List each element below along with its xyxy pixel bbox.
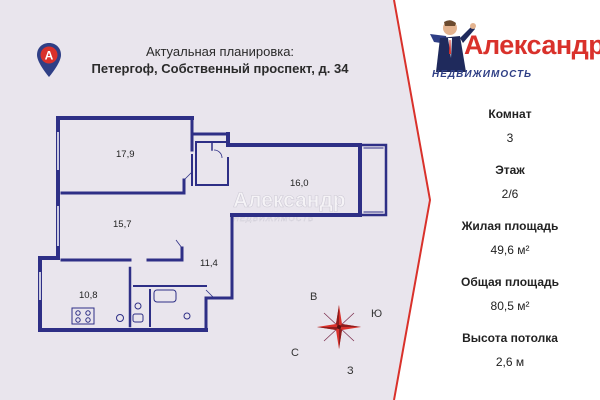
plan-doors bbox=[175, 149, 223, 299]
header-address: Петергоф, Собственный проспект, д. 34 bbox=[91, 61, 349, 76]
info-living-area: Жилая площадь 49,6 м² bbox=[440, 216, 580, 268]
info-ceiling-height: Высота потолка 2,6 м bbox=[440, 328, 580, 380]
info-total-area: Общая площадь 80,5 м² bbox=[440, 272, 580, 324]
pin-letter: А bbox=[45, 49, 54, 63]
room-area-label: 11,4 bbox=[200, 258, 218, 269]
info-value: 2/6 bbox=[501, 187, 519, 201]
compass-north-label: В bbox=[310, 291, 317, 303]
room-area-label: 10,8 bbox=[79, 290, 98, 301]
header-title: Актуальная планировка: bbox=[145, 44, 295, 59]
room-area-label: 15,7 bbox=[113, 219, 132, 230]
plan-watermark: Александр НЕДВИЖИМОСТЬ bbox=[233, 189, 346, 224]
info-value: 80,5 м² bbox=[490, 299, 530, 313]
panel-divider bbox=[393, 0, 440, 400]
info-value: 2,6 м bbox=[495, 355, 525, 369]
compass-west-label: С bbox=[291, 347, 299, 359]
plan-fixtures bbox=[71, 289, 191, 325]
room-area-label: 16,0 bbox=[290, 178, 309, 189]
info-label: Жилая площадь bbox=[461, 219, 559, 233]
compass-rose-icon bbox=[317, 305, 361, 349]
brand-logo: Александр НЕДВИЖИМОСТЬ bbox=[424, 12, 600, 90]
info-label: Комнат bbox=[488, 107, 532, 121]
compass-east-label: Ю bbox=[371, 308, 382, 320]
plan-windows bbox=[39, 132, 59, 300]
watermark-sub: НЕДВИЖИМОСТЬ bbox=[233, 214, 314, 223]
plan-walls bbox=[38, 116, 388, 332]
info-value: 49,6 м² bbox=[490, 243, 530, 257]
plan-panel bbox=[0, 0, 440, 400]
room-area-label: 17,9 bbox=[116, 149, 135, 160]
watermark-name: Александр bbox=[233, 189, 346, 212]
floor-plan: Александр НЕДВИЖИМОСТЬ bbox=[38, 116, 388, 377]
agent-figure-icon bbox=[430, 20, 476, 72]
brand-sub: НЕДВИЖИМОСТЬ bbox=[432, 69, 533, 80]
info-value: 3 bbox=[506, 131, 514, 145]
info-rooms: Комнат 3 bbox=[440, 104, 580, 156]
location-pin-icon: А bbox=[37, 43, 61, 77]
brand-name: Александр bbox=[464, 30, 600, 60]
compass-south-label: З bbox=[347, 365, 354, 377]
info-label: Высота потолка bbox=[462, 331, 558, 345]
info-label: Этаж bbox=[495, 163, 525, 177]
address-header: Актуальная планировка: Петергоф, Собстве… bbox=[70, 44, 370, 78]
property-info: Комнат 3 Этаж 2/6 Жилая площадь 49,6 м² … bbox=[440, 100, 580, 380]
info-floor: Этаж 2/6 bbox=[440, 160, 580, 212]
info-label: Общая площадь bbox=[460, 275, 559, 289]
